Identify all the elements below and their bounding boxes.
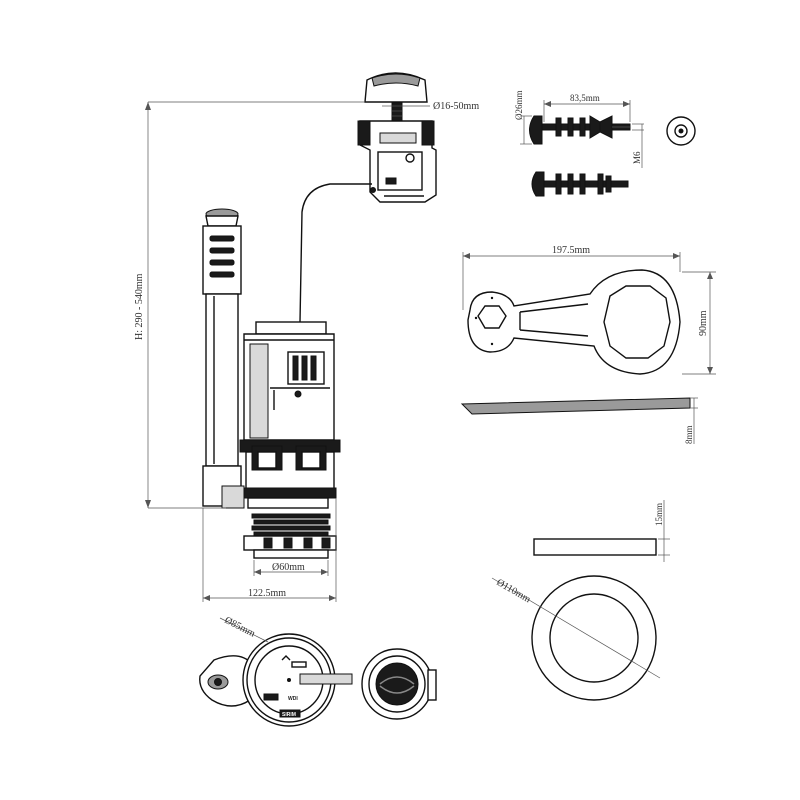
- base-width-dimension: 122.5mm: [202, 498, 337, 602]
- outlet-diameter-label: Ø60mm: [272, 562, 305, 573]
- flush-valve-top-view: WDI SIRIM Ø85mm: [199, 615, 353, 727]
- threaded-outlet: [243, 513, 337, 559]
- bolt-thread-label: M6: [632, 151, 642, 164]
- height-dimension: H: 290 - 540mm: [134, 101, 365, 509]
- washer-diameter-label: Ø110mm: [495, 577, 533, 605]
- connecting-cable: [299, 183, 372, 323]
- wrench-thickness-label: 8mm: [684, 425, 694, 444]
- installation-wrench: [467, 269, 681, 375]
- fixing-bolt-upper: [529, 115, 631, 145]
- fixing-bolt-lower: [531, 171, 629, 197]
- washer-thickness-label: 15mm: [654, 503, 664, 526]
- wrench-length-label: 197.5mm: [552, 245, 590, 256]
- washer-top-view: Ø110mm: [491, 575, 661, 701]
- control-box: [357, 120, 437, 203]
- button-top-view: [361, 648, 437, 720]
- certification-mark: SIRIM: [282, 712, 296, 718]
- outlet-diameter-dimension: Ø60mm: [253, 560, 329, 576]
- flush-valve-diameter-label: Ø85mm: [223, 615, 257, 640]
- height-range-label: H: 290 - 540mm: [134, 273, 145, 340]
- washer-side-view: 15mm: [533, 500, 670, 562]
- bolt-length-label: 83,5mm: [570, 93, 600, 103]
- flush-valve-body: [221, 321, 341, 509]
- base-width-label: 122.5mm: [248, 588, 286, 599]
- wrench-side-view: 8mm: [460, 397, 698, 444]
- nut-top-view: [666, 116, 696, 146]
- wrench-dimensions: 197.5mm 90mm: [462, 245, 716, 375]
- brand-mark: WDI: [288, 696, 298, 702]
- push-button: [364, 72, 428, 122]
- bolt-head-diameter-label: Ø26mm: [514, 90, 524, 120]
- button-range-label: Ø16-50mm: [433, 101, 479, 112]
- overflow-pipe: [202, 208, 242, 507]
- wrench-height-label: 90mm: [698, 310, 709, 336]
- bolt-dimensions: Ø26mm 83,5mm M6: [514, 90, 644, 168]
- button-range-dimension: Ø16-50mm: [382, 101, 479, 112]
